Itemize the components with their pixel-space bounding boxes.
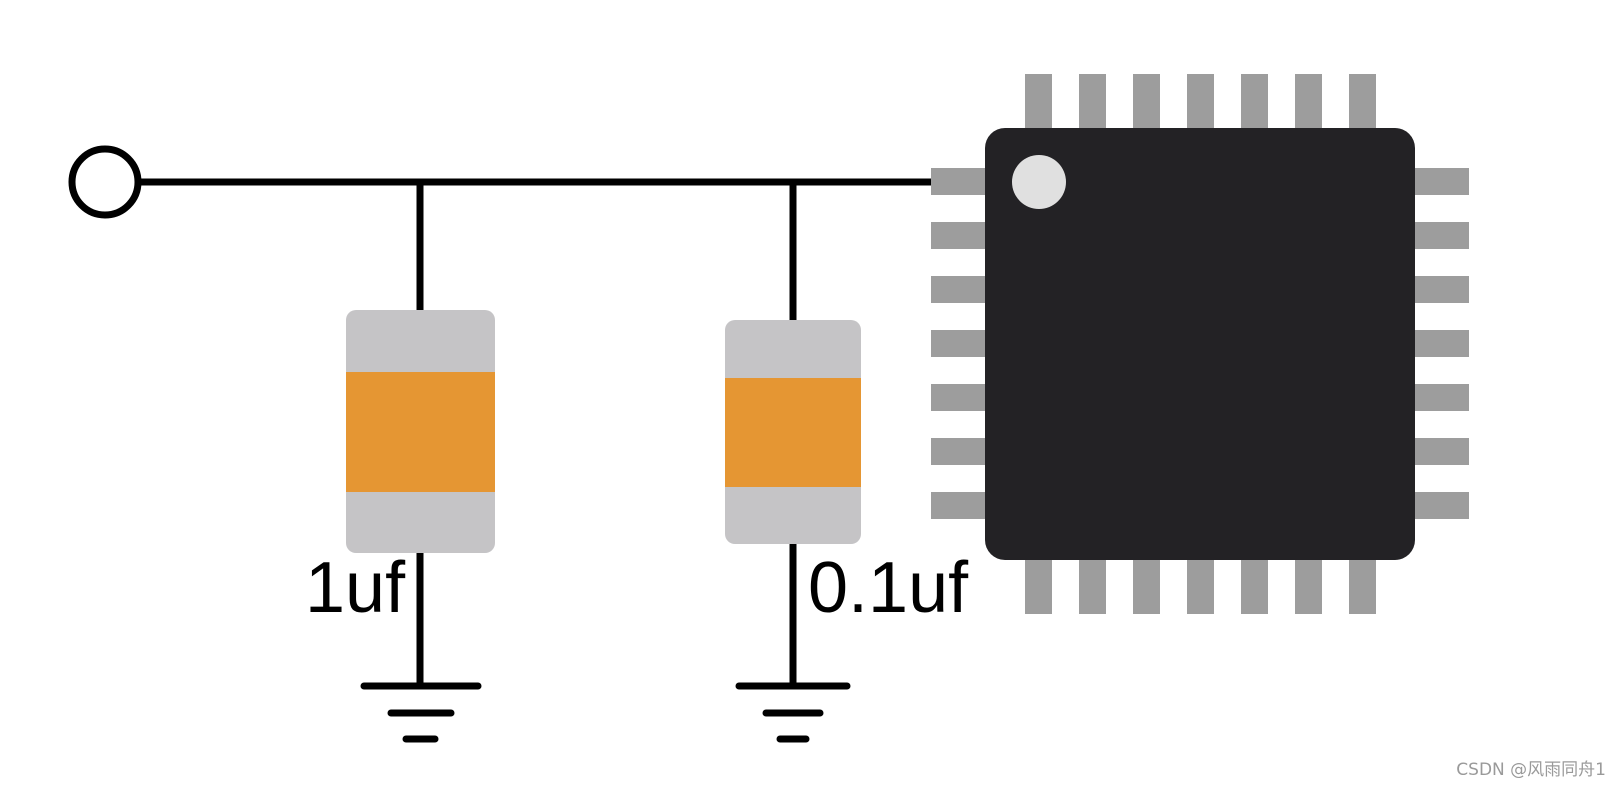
chip-pin-right-1 (1411, 168, 1469, 195)
capacitor-0-1uf: 0.1uf (725, 182, 969, 743)
chip-pin-top-3 (1133, 74, 1160, 132)
chip-pin-top-5 (1241, 74, 1268, 132)
chip-pin-top-2 (1079, 74, 1106, 132)
chip-pin-top-4 (1187, 74, 1214, 132)
chip-pin-left-1 (931, 168, 989, 195)
chip-pin-top-6 (1295, 74, 1322, 132)
chip-pin-right-4 (1411, 330, 1469, 357)
chip-pin-right-2 (1411, 222, 1469, 249)
capacitor-2-label: 0.1uf (808, 548, 969, 628)
chip-pins-right (1411, 168, 1469, 519)
chip-pin-bottom-1 (1025, 556, 1052, 614)
chip-pin-bottom-5 (1241, 556, 1268, 614)
chip-pin-bottom-4 (1187, 556, 1214, 614)
capacitor-1uf: 1uf (305, 182, 495, 743)
chip-pin-top-7 (1349, 74, 1376, 132)
chip-pin-right-7 (1411, 492, 1469, 519)
capacitor-1-band (346, 372, 495, 492)
watermark-text: CSDN @风雨同舟1 (1456, 760, 1606, 780)
ground-symbol-1 (360, 682, 482, 743)
chip-pin1-marker (1012, 155, 1066, 209)
chip-pin-right-5 (1411, 384, 1469, 411)
chip-pins-bottom (1025, 556, 1376, 614)
chip-pin-top-1 (1025, 74, 1052, 132)
chip-pin-bottom-3 (1133, 556, 1160, 614)
capacitor-1-label: 1uf (305, 548, 406, 628)
ground-symbol-2 (735, 682, 851, 743)
chip-pin-left-7 (931, 492, 989, 519)
power-input-terminal (68, 145, 142, 219)
chip-pin-bottom-6 (1295, 556, 1322, 614)
chip-pins-top (1025, 74, 1376, 132)
chip-pin-left-3 (931, 276, 989, 303)
chip-pin-left-6 (931, 438, 989, 465)
chip-pin-left-2 (931, 222, 989, 249)
chip-pin-right-6 (1411, 438, 1469, 465)
chip-pin-right-3 (1411, 276, 1469, 303)
chip-pin-left-5 (931, 384, 989, 411)
ic-chip (931, 74, 1469, 614)
chip-pin-bottom-2 (1079, 556, 1106, 614)
chip-body (985, 128, 1415, 560)
capacitor-2-band (725, 378, 861, 487)
chip-pin-bottom-7 (1349, 556, 1376, 614)
chip-pin-left-4 (931, 330, 989, 357)
chip-pins-left (931, 168, 989, 519)
